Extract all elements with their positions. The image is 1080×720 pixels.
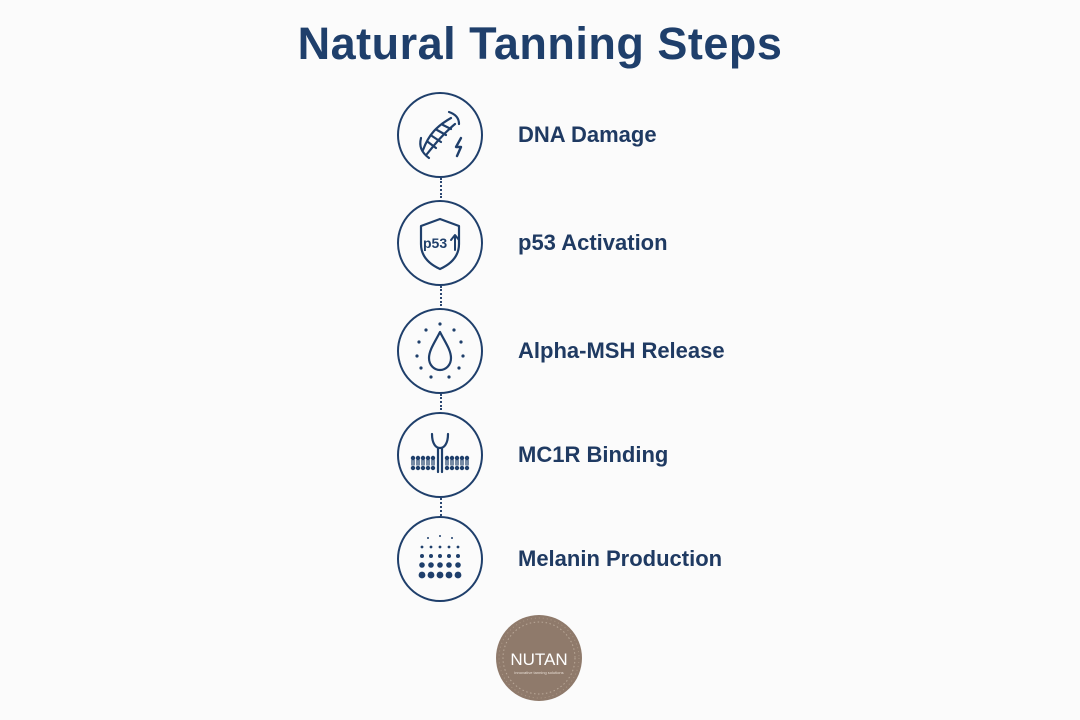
- melanin-dots-icon: [397, 516, 483, 602]
- step-connector: [440, 178, 442, 198]
- step-connector: [440, 286, 442, 306]
- svg-text:p53: p53: [423, 235, 447, 251]
- step-connector: [440, 394, 442, 410]
- receptor-membrane-icon: [397, 412, 483, 498]
- step-label-alpha-msh-release: Alpha-MSH Release: [518, 338, 725, 363]
- step-label-dna-damage: DNA Damage: [518, 122, 657, 147]
- dna-lightning-icon: [397, 92, 483, 178]
- p53-shield-icon: p53: [397, 200, 483, 286]
- svg-text:NUTAN: NUTAN: [510, 650, 567, 669]
- step-label-mc1r-binding: MC1R Binding: [518, 442, 669, 467]
- step-label-melanin-production: Melanin Production: [518, 546, 723, 571]
- nutan-logo: NUTAN innovative tanning solutions: [496, 615, 582, 701]
- step-label-p53-activation: p53 Activation: [518, 230, 668, 255]
- svg-text:innovative tanning solutions: innovative tanning solutions: [514, 670, 563, 675]
- step-connector: [440, 498, 442, 516]
- page-title: Natural Tanning Steps: [297, 18, 783, 69]
- droplet-icon: [397, 308, 483, 394]
